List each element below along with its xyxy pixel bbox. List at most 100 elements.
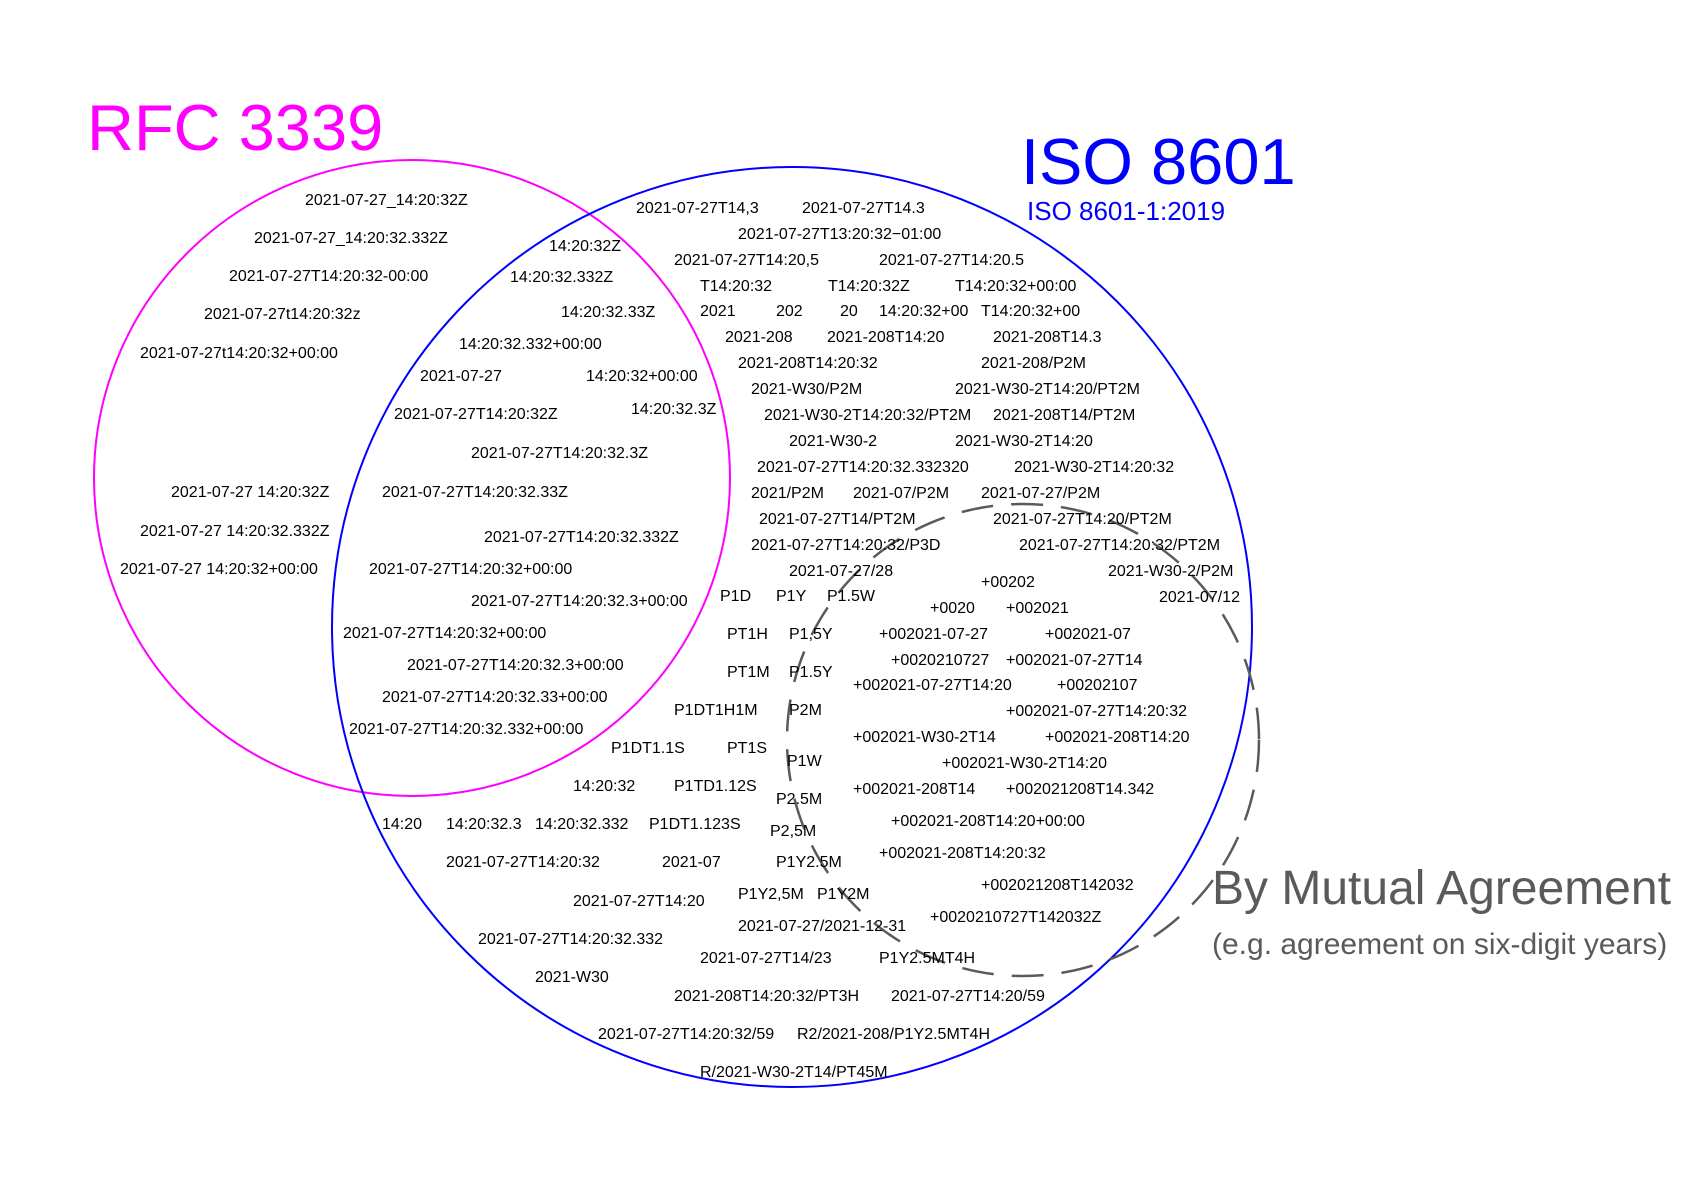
format-example: +002021-208T14:20:32 <box>879 845 1046 862</box>
format-example: +002021-W30-2T14 <box>853 729 996 746</box>
format-example: 2021-07-27T14:20,5 <box>674 252 819 269</box>
format-example: P1,5Y <box>789 626 833 643</box>
format-example: 14:20:32.3 <box>446 816 522 833</box>
format-example: 2021-07-27_14:20:32Z <box>305 192 468 209</box>
format-example: 2021-07-27T14:20:32/PT2M <box>1019 537 1220 554</box>
format-example: 2021-07-27T14:20:32-00:00 <box>229 268 428 285</box>
format-example: 2021-07-27T14:20:32.33+00:00 <box>382 689 608 706</box>
format-example: 2021-07-27T14:20:32.332320 <box>757 459 969 476</box>
format-example: 2021-07-27T14:20:32/P3D <box>751 537 940 554</box>
format-example: 14:20:32 <box>573 778 635 795</box>
format-example: 2021-208/P2M <box>981 355 1086 372</box>
format-example: P1DT1.1S <box>611 740 685 757</box>
format-example: 14:20:32.332+00:00 <box>459 336 602 353</box>
format-example: P1Y2M <box>817 886 869 903</box>
format-example: P1Y2,5M <box>738 886 804 903</box>
iso-8601-circle <box>331 166 1253 1088</box>
format-example: 2021-W30-2T14:20 <box>955 433 1093 450</box>
format-example: 14:20 <box>382 816 422 833</box>
format-example: +002021208T14.342 <box>1006 781 1154 798</box>
format-example: T14:20:32Z <box>828 278 910 295</box>
format-example: 2021-07 <box>662 854 721 871</box>
format-example: P2.5M <box>776 791 822 808</box>
format-example: 14:20:32Z <box>549 238 621 255</box>
rfc-3339-circle <box>93 159 731 797</box>
format-example: 2021-07-27T14/PT2M <box>759 511 916 528</box>
format-example: 2021-07-27 14:20:32.332Z <box>140 523 330 540</box>
format-example: 2021-07-27T14:20/PT2M <box>993 511 1172 528</box>
format-example: 202 <box>776 303 803 320</box>
format-example: 2021-W30-2T14:20:32 <box>1014 459 1174 476</box>
format-example: 2021-208T14/PT2M <box>993 407 1135 424</box>
format-example: 2021-07-27T14/23 <box>700 950 832 967</box>
format-example: 2021-W30-2T14:20:32/PT2M <box>764 407 971 424</box>
format-example: R2/2021-208/P1Y2.5MT4H <box>797 1026 990 1043</box>
iso-8601-title: ISO 8601 <box>1021 125 1296 198</box>
format-example: 2021-07-27T14:20.5 <box>879 252 1024 269</box>
format-example: P1.5W <box>827 588 876 605</box>
format-example: 2021-208 <box>725 329 793 346</box>
format-example: +002021 <box>1006 600 1069 617</box>
format-example: 2021-07-27T14:20:32 <box>446 854 600 871</box>
format-example: +002021-07 <box>1045 626 1131 643</box>
format-example: +002021-07-27T14 <box>1006 652 1143 669</box>
format-example: +0020210727T142032Z <box>930 909 1101 926</box>
format-example: 2021-07-27_14:20:32.332Z <box>254 230 448 247</box>
format-example: P1D <box>720 588 751 605</box>
format-example: 2021-07-27T13:20:32−01:00 <box>738 226 941 243</box>
format-example: P1.5Y <box>789 664 833 681</box>
format-example: +0020 <box>930 600 975 617</box>
format-example: 14:20:32.332Z <box>510 269 613 286</box>
format-example: 2021-07-27T14:20/59 <box>891 988 1045 1005</box>
format-example: 2021-07-27T14:20:32.33Z <box>382 484 568 501</box>
format-example: P1W <box>787 753 823 770</box>
format-example: +002021-07-27T14:20:32 <box>1006 703 1187 720</box>
format-example: 2021/P2M <box>751 485 824 502</box>
format-example: +0020210727 <box>891 652 989 669</box>
format-example: 14:20:32.3Z <box>631 401 717 418</box>
format-example: 2021-07-27 <box>420 368 502 385</box>
mutual-agreement-title: By Mutual Agreement <box>1212 862 1671 915</box>
format-example: P1DT1H1M <box>674 702 758 719</box>
mutual-agreement-circle <box>785 502 1261 978</box>
format-example: +002021-W30-2T14:20 <box>942 755 1107 772</box>
iso-only-formats: 2021-07-27T14,3 2021-07-27T14.3 2021-07-… <box>382 200 1240 1081</box>
format-example: 2021-07-27T14:20:32.3Z <box>471 445 648 462</box>
format-example: 2021-W30-2/P2M <box>1108 563 1233 580</box>
mutual-agreement-subtitle: (e.g. agreement on six-digit years) <box>1212 928 1667 961</box>
format-example: PT1H <box>727 626 768 643</box>
format-example: 2021-W30 <box>535 969 609 986</box>
format-example: 2021-07-27/P2M <box>981 485 1100 502</box>
format-example: +002021-07-27T14:20 <box>853 677 1012 694</box>
format-example: 2021-07-27 14:20:32+00:00 <box>120 561 318 578</box>
iso-8601-subtitle: ISO 8601-1:2019 <box>1027 196 1225 226</box>
format-example: +002021-07-27 <box>879 626 988 643</box>
format-example: 14:20:32+00 <box>879 303 969 320</box>
format-example: 2021-07-27T14:20:32+00:00 <box>369 561 572 578</box>
format-example: 2021-208T14:20:32/PT3H <box>674 988 859 1005</box>
format-example: R/2021-W30-2T14/PT45M <box>700 1064 888 1081</box>
format-example: P1DT1.123S <box>649 816 741 833</box>
format-example: 2021-W30-2 <box>789 433 877 450</box>
format-example: P1Y2.5MT4H <box>879 950 975 967</box>
format-example: 2021-07-27T14:20:32.332Z <box>484 529 679 546</box>
format-example: 20 <box>840 303 858 320</box>
format-example: P1TD1.12S <box>674 778 757 795</box>
format-example: +002021208T142032 <box>981 877 1134 894</box>
format-example: 2021-07/P2M <box>853 485 949 502</box>
format-example: 2021-07-27T14:20:32+00:00 <box>343 625 546 642</box>
format-example: P2,5M <box>770 823 816 840</box>
format-example: 2021-07-27t14:20:32+00:00 <box>140 345 338 362</box>
format-example: 2021 <box>700 303 736 320</box>
format-example: +00202 <box>981 574 1035 591</box>
format-example: 2021-07-27T14.3 <box>802 200 925 217</box>
format-example: 2021-07-27/2021-12-31 <box>738 918 906 935</box>
format-example: 2021-07-27T14:20:32.3+00:00 <box>471 593 688 610</box>
rfc-only-formats: 2021-07-27_14:20:32Z 2021-07-27_14:20:32… <box>120 192 468 578</box>
format-example: 14:20:32.332 <box>535 816 629 833</box>
format-example: 14:20:32+00:00 <box>586 368 698 385</box>
format-example: T14:20:32+00:00 <box>955 278 1077 295</box>
format-example: 2021-07-27 14:20:32Z <box>171 484 330 501</box>
format-example: 2021-07-27t14:20:32z <box>204 306 361 323</box>
